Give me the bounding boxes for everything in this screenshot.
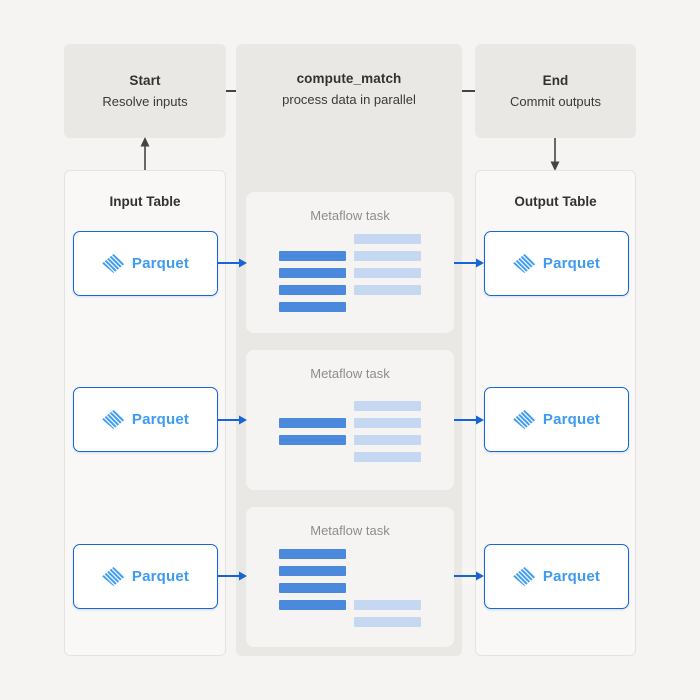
parquet-logo-icon — [101, 567, 125, 586]
parquet-label: Parquet — [131, 255, 190, 272]
input-parquet-file-3: Parquet — [73, 544, 218, 609]
task-table-bars — [279, 234, 421, 312]
start-node-title: Start — [129, 73, 161, 88]
metaflow-task-card: Metaflow task — [246, 192, 454, 333]
bar-spacer — [279, 617, 346, 627]
table-row-bar-light — [354, 435, 421, 445]
start-node: Start Resolve inputs — [64, 44, 226, 138]
output-table-title: Output Table — [514, 194, 597, 209]
output-parquet-file-1: Parquet — [484, 231, 629, 296]
output-table-panel: Output Table Parquet Parquet Parquet — [475, 170, 636, 656]
table-row-bar-solid — [279, 285, 346, 295]
parquet-label: Parquet — [131, 411, 190, 428]
table-row-bar-solid — [279, 600, 346, 610]
task1-to-output1-arrow-icon — [454, 258, 484, 268]
compute-match-title: compute_match — [296, 71, 402, 86]
end-node-subtitle: Commit outputs — [509, 94, 602, 109]
input-parquet-file-2: Parquet — [73, 387, 218, 452]
task-table-bars — [279, 401, 421, 462]
output-parquet-file-2: Parquet — [484, 387, 629, 452]
end-node-title: End — [542, 73, 569, 88]
table-row-bar-light — [354, 617, 421, 627]
task-table-bars — [279, 549, 421, 627]
table-row-bar-solid — [279, 435, 346, 445]
compute-to-end-connector — [462, 90, 475, 92]
compute-match-node: compute_match process data in parallel — [236, 44, 462, 107]
bar-spacer — [354, 566, 421, 576]
bar-spacer — [279, 452, 346, 462]
parquet-label: Parquet — [131, 568, 190, 585]
end-node: End Commit outputs — [475, 44, 636, 138]
table-row-bar-light — [354, 234, 421, 244]
start-to-compute-connector — [226, 90, 236, 92]
parquet-label: Parquet — [542, 568, 601, 585]
parquet-logo-icon — [512, 254, 536, 273]
input-table-title: Input Table — [109, 194, 181, 209]
input-parquet-file-1: Parquet — [73, 231, 218, 296]
task-card-title: Metaflow task — [310, 208, 390, 223]
task2-to-output2-arrow-icon — [454, 415, 484, 425]
end-to-output-arrow-icon — [550, 138, 560, 171]
task-card-title: Metaflow task — [310, 366, 390, 381]
table-row-bar-solid — [279, 302, 346, 312]
task-card-title: Metaflow task — [310, 523, 390, 538]
bar-spacer — [279, 401, 346, 411]
parquet-label: Parquet — [542, 411, 601, 428]
compute-match-subtitle: process data in parallel — [282, 92, 416, 107]
table-row-bar-solid — [279, 583, 346, 593]
table-row-bar-light — [354, 452, 421, 462]
table-row-bar-solid — [279, 418, 346, 428]
table-row-bar-solid — [279, 251, 346, 261]
output-parquet-file-3: Parquet — [484, 544, 629, 609]
parquet-logo-icon — [512, 410, 536, 429]
compute-match-lane: compute_match process data in parallel M… — [236, 44, 462, 656]
table-row-bar-light — [354, 268, 421, 278]
task3-to-output3-arrow-icon — [454, 571, 484, 581]
input3-to-task3-arrow-icon — [217, 571, 247, 581]
bar-spacer — [279, 234, 346, 244]
table-row-bar-light — [354, 251, 421, 261]
metaflow-task-card: Metaflow task — [246, 507, 454, 647]
input2-to-task2-arrow-icon — [217, 415, 247, 425]
input-table-panel: Input Table Parquet Parquet Parquet — [64, 170, 226, 656]
parquet-logo-icon — [512, 567, 536, 586]
parquet-logo-icon — [101, 410, 125, 429]
table-row-bar-solid — [279, 566, 346, 576]
metaflow-task-card: Metaflow task — [246, 350, 454, 490]
table-row-bar-light — [354, 418, 421, 428]
table-row-bar-light — [354, 600, 421, 610]
parquet-logo-icon — [101, 254, 125, 273]
input1-to-task1-arrow-icon — [217, 258, 247, 268]
bar-spacer — [354, 302, 421, 312]
table-row-bar-light — [354, 285, 421, 295]
bar-spacer — [354, 583, 421, 593]
bar-spacer — [354, 549, 421, 559]
table-row-bar-light — [354, 401, 421, 411]
input-to-start-arrow-icon — [140, 137, 150, 170]
start-node-subtitle: Resolve inputs — [102, 94, 188, 109]
parquet-label: Parquet — [542, 255, 601, 272]
table-row-bar-solid — [279, 549, 346, 559]
table-row-bar-solid — [279, 268, 346, 278]
